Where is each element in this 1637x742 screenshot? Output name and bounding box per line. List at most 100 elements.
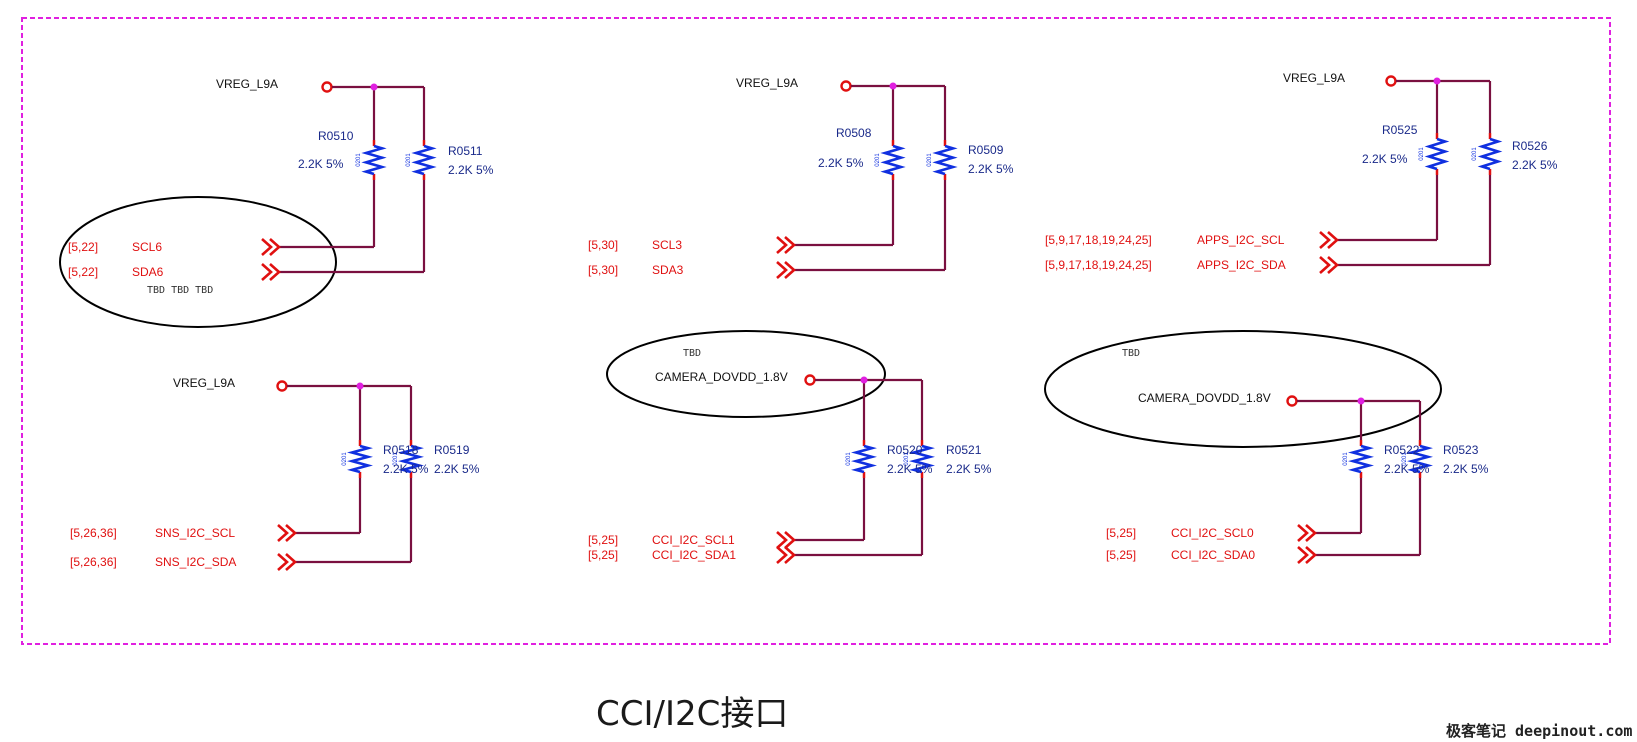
sda-offpage-connector-chevron-a (1297, 546, 1309, 564)
junction-dot (860, 376, 868, 384)
sda-net-name: SDA3 (652, 263, 684, 277)
scl-net-reference: [5,26,36] (70, 526, 117, 540)
r1-package-label: 0201 (342, 452, 348, 466)
scl-net-name: APPS_I2C_SCL (1197, 233, 1285, 247)
r1-refdes: R0518 (383, 443, 419, 457)
scl-net-reference: [5,22] (68, 240, 98, 254)
circuits-layer: TBD TBD TBD VREG_L9A 0201 0201 R0510 2.2K 5% R… (59, 71, 1558, 571)
r1-package-label: 0201 (875, 153, 881, 167)
supply-port-icon (321, 81, 333, 93)
scl-offpage-connector-chevron-b (1327, 231, 1339, 249)
r2-refdes: R0521 (946, 443, 982, 457)
sda-net-name: CCI_I2C_SDA0 (1171, 548, 1255, 562)
page-caption: CCI/I2C接口 (596, 694, 789, 734)
scl-offpage-connector-chevron-a (776, 236, 788, 254)
r1-refdes: R0508 (836, 126, 872, 140)
resistor-r2-zigzag (932, 144, 958, 176)
sda-net-name: SDA6 (132, 265, 164, 279)
supply-port-icon (1286, 395, 1298, 407)
supply-port-icon (804, 374, 816, 386)
supply-net-label: VREG_L9A (216, 77, 278, 91)
supply-port-icon (1385, 75, 1397, 87)
r1-package-label: 0201 (1419, 147, 1425, 161)
annotation-ellipse (606, 330, 886, 418)
sda-net-name: SNS_I2C_SDA (155, 555, 236, 569)
r1-value: 2.2K 5% (1362, 152, 1408, 166)
r2-refdes: R0526 (1512, 139, 1548, 153)
resistor-r1-zigzag (347, 444, 373, 474)
r1-value: 2.2K 5% (818, 156, 864, 170)
supply-net-label: CAMERA_DOVDD_1.8V (655, 370, 788, 384)
sda-offpage-connector-chevron-b (285, 553, 297, 571)
sda-offpage-connector-chevron-b (269, 263, 281, 281)
r2-package-label: 0201 (393, 452, 399, 466)
scl-net-name: CCI_I2C_SCL0 (1171, 526, 1254, 540)
junction-dot (1433, 77, 1441, 85)
scl-net-name: SCL3 (652, 238, 682, 252)
r1-package-label: 0201 (846, 452, 852, 466)
sda-net-name: CCI_I2C_SDA1 (652, 548, 736, 562)
r2-package-label: 0201 (927, 153, 933, 167)
r1-refdes: R0525 (1382, 123, 1418, 137)
resistor-r2-zigzag (1477, 137, 1503, 171)
supply-port-icon (840, 80, 852, 92)
r2-refdes: R0523 (1443, 443, 1479, 457)
supply-net-label: CAMERA_DOVDD_1.8V (1138, 391, 1271, 405)
junction-dot (370, 83, 378, 91)
scl-offpage-connector-chevron-a (277, 524, 289, 542)
annotation-ellipse (59, 196, 337, 328)
sda-net-reference: [5,26,36] (70, 555, 117, 569)
scl-offpage-connector-chevron-b (784, 531, 796, 549)
r2-refdes: R0509 (968, 143, 1004, 157)
r1-refdes: R0520 (887, 443, 923, 457)
r2-value: 2.2K 5% (1512, 158, 1558, 172)
r2-package-label: 0201 (1402, 452, 1408, 466)
resistor-r2-zigzag (909, 444, 935, 474)
scl-offpage-connector-chevron-b (1305, 524, 1317, 542)
r2-package-label: 0201 (904, 452, 910, 466)
sda-offpage-connector-chevron-a (277, 553, 289, 571)
r2-value: 2.2K 5% (1443, 462, 1489, 476)
sda-offpage-connector-chevron-b (1327, 256, 1339, 274)
supply-port-icon (276, 380, 288, 392)
r2-value: 2.2K 5% (968, 162, 1014, 176)
sda-offpage-connector-chevron-b (1305, 546, 1317, 564)
r1-value: 2.2K 5% (1384, 462, 1430, 476)
r2-value: 2.2K 5% (946, 462, 992, 476)
r2-refdes: R0519 (434, 443, 470, 457)
scl-offpage-connector-chevron-a (776, 531, 788, 549)
resistor-r1-zigzag (1424, 137, 1450, 171)
sda-offpage-connector-chevron-a (1319, 256, 1331, 274)
resistor-r2-zigzag (411, 144, 437, 176)
supply-net-label: VREG_L9A (736, 76, 798, 90)
r1-package-label: 0201 (1343, 452, 1349, 466)
r2-package-label: 0201 (1472, 147, 1478, 161)
r1-value: 2.2K 5% (383, 462, 429, 476)
scl-net-reference: [5,25] (1106, 526, 1136, 540)
sda-offpage-connector-chevron-a (776, 546, 788, 564)
r1-refdes: R0510 (318, 129, 354, 143)
sda-net-reference: [5,22] (68, 265, 98, 279)
junction-dot (889, 82, 897, 90)
watermark-text: 极客笔记 deepinout.com (1446, 722, 1633, 740)
scl-offpage-connector-chevron-b (269, 238, 281, 256)
scl-offpage-connector-chevron-a (1297, 524, 1309, 542)
resistor-r1-zigzag (851, 444, 877, 474)
scl-offpage-connector-chevron-a (261, 238, 273, 256)
annotation-text: TBD TBD TBD (147, 285, 213, 296)
sda-net-reference: [5,25] (588, 548, 618, 562)
scl-offpage-connector-chevron-b (784, 236, 796, 254)
sda-net-reference: [5,30] (588, 263, 618, 277)
schematic-border (21, 17, 1611, 645)
r1-package-label: 0201 (356, 153, 362, 167)
resistor-r1-zigzag (1348, 444, 1374, 474)
scl-net-reference: [5,25] (588, 533, 618, 547)
r1-value: 2.2K 5% (298, 157, 344, 171)
r2-value: 2.2K 5% (434, 462, 480, 476)
r1-refdes: R0522 (1384, 443, 1420, 457)
